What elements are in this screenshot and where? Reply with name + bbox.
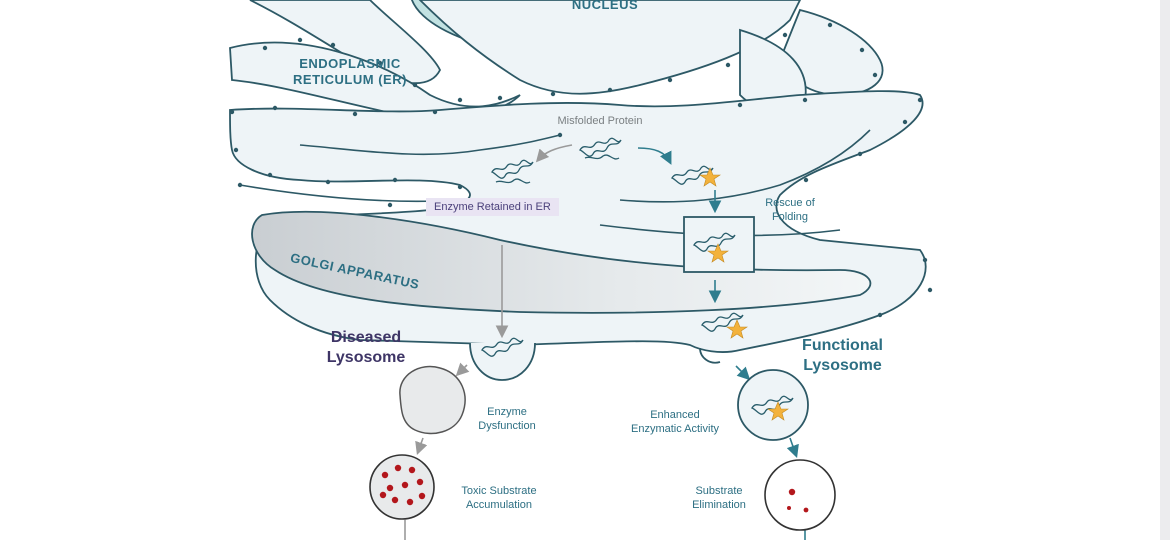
enzyme-retained-tag: Enzyme Retained in ER — [426, 198, 559, 216]
substrate-elimination-label: Substrate Elimination — [692, 485, 746, 511]
enzyme-dysfunction-label: Enzyme Dysfunction — [478, 406, 536, 432]
rescue-folding-box — [683, 216, 755, 273]
protein-chaperone-golgi — [701, 312, 748, 339]
protein-bud-left — [481, 337, 524, 357]
window-edge — [1160, 0, 1170, 540]
toxic-lysosome — [369, 454, 435, 520]
ribosome-dots — [229, 22, 933, 318]
functional-lysosome-vesicle — [737, 369, 809, 441]
protein-chaperone-top — [671, 165, 721, 187]
er-membrane — [229, 0, 884, 120]
golgi-apparatus — [251, 210, 872, 314]
diseased-lysosome-vesicle — [399, 365, 466, 435]
functional-lysosome-label: Functional Lysosome — [802, 337, 883, 374]
protein-misfolded-center — [579, 137, 622, 160]
arrows — [404, 144, 806, 540]
er-label: ENDOPLASMIC RETICULUM (ER) — [293, 56, 407, 87]
nucleus-label: NUCLEUS — [571, 0, 639, 12]
clean-lysosome — [764, 459, 836, 531]
misfolded-protein-label: Misfolded Protein — [557, 115, 643, 127]
toxic-accumulation-label: Toxic Substrate Accumulation — [461, 485, 537, 511]
rescue-folding-label: Rescue of Folding — [765, 197, 815, 223]
enhanced-activity-label: Enhanced Enzymatic Activity — [630, 409, 720, 435]
golgi-buds — [469, 342, 721, 381]
protein-retained-left — [491, 159, 534, 184]
diseased-lysosome-label: Diseased Lysosome — [326, 329, 406, 366]
